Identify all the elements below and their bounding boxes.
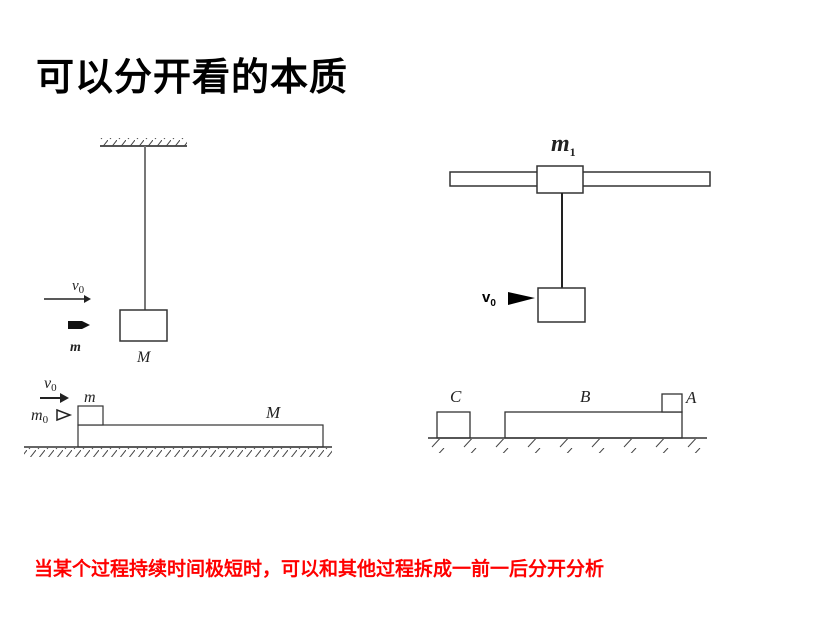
slider-label: m1 <box>551 131 576 159</box>
blocks-figure: C B A <box>428 387 707 453</box>
slide-title: 可以分开看的本质 <box>36 55 349 99</box>
block-M <box>119 309 168 342</box>
m0-label: m0 <box>31 407 49 426</box>
block-A <box>661 393 683 413</box>
ground-hatch <box>428 439 707 453</box>
bullet-icon <box>56 408 73 422</box>
rail-figure: m1 v0 <box>449 131 711 323</box>
board-B <box>504 411 683 439</box>
bullet-icon <box>68 321 90 329</box>
block-label: M <box>136 349 152 366</box>
board-label: M <box>265 403 281 422</box>
slider-m1 <box>536 165 584 194</box>
arrowhead-icon <box>60 393 69 403</box>
pendulum-figure: M v0 m <box>44 138 187 366</box>
block-C <box>436 411 471 439</box>
board-M <box>77 424 324 448</box>
block-m <box>77 405 104 426</box>
label-A: A <box>685 388 697 407</box>
ceiling-hatch <box>100 138 187 146</box>
velocity-label: v0 <box>44 375 57 394</box>
velocity-label: v0 <box>72 278 85 296</box>
summary-note: 当某个过程持续时间极短时，可以和其他过程拆成一前一后分开分析 <box>34 558 605 580</box>
label-B: B <box>580 387 591 406</box>
bullet-label: m <box>70 340 81 355</box>
board-figure: m M v0 m0 <box>24 375 332 457</box>
bob <box>537 287 586 323</box>
velocity-label: v0 <box>482 289 496 309</box>
label-C: C <box>450 387 462 406</box>
bullet-icon <box>508 292 535 305</box>
small-block-label: m <box>84 389 96 406</box>
arrowhead-icon <box>84 295 91 303</box>
ground-hatch <box>24 448 332 457</box>
